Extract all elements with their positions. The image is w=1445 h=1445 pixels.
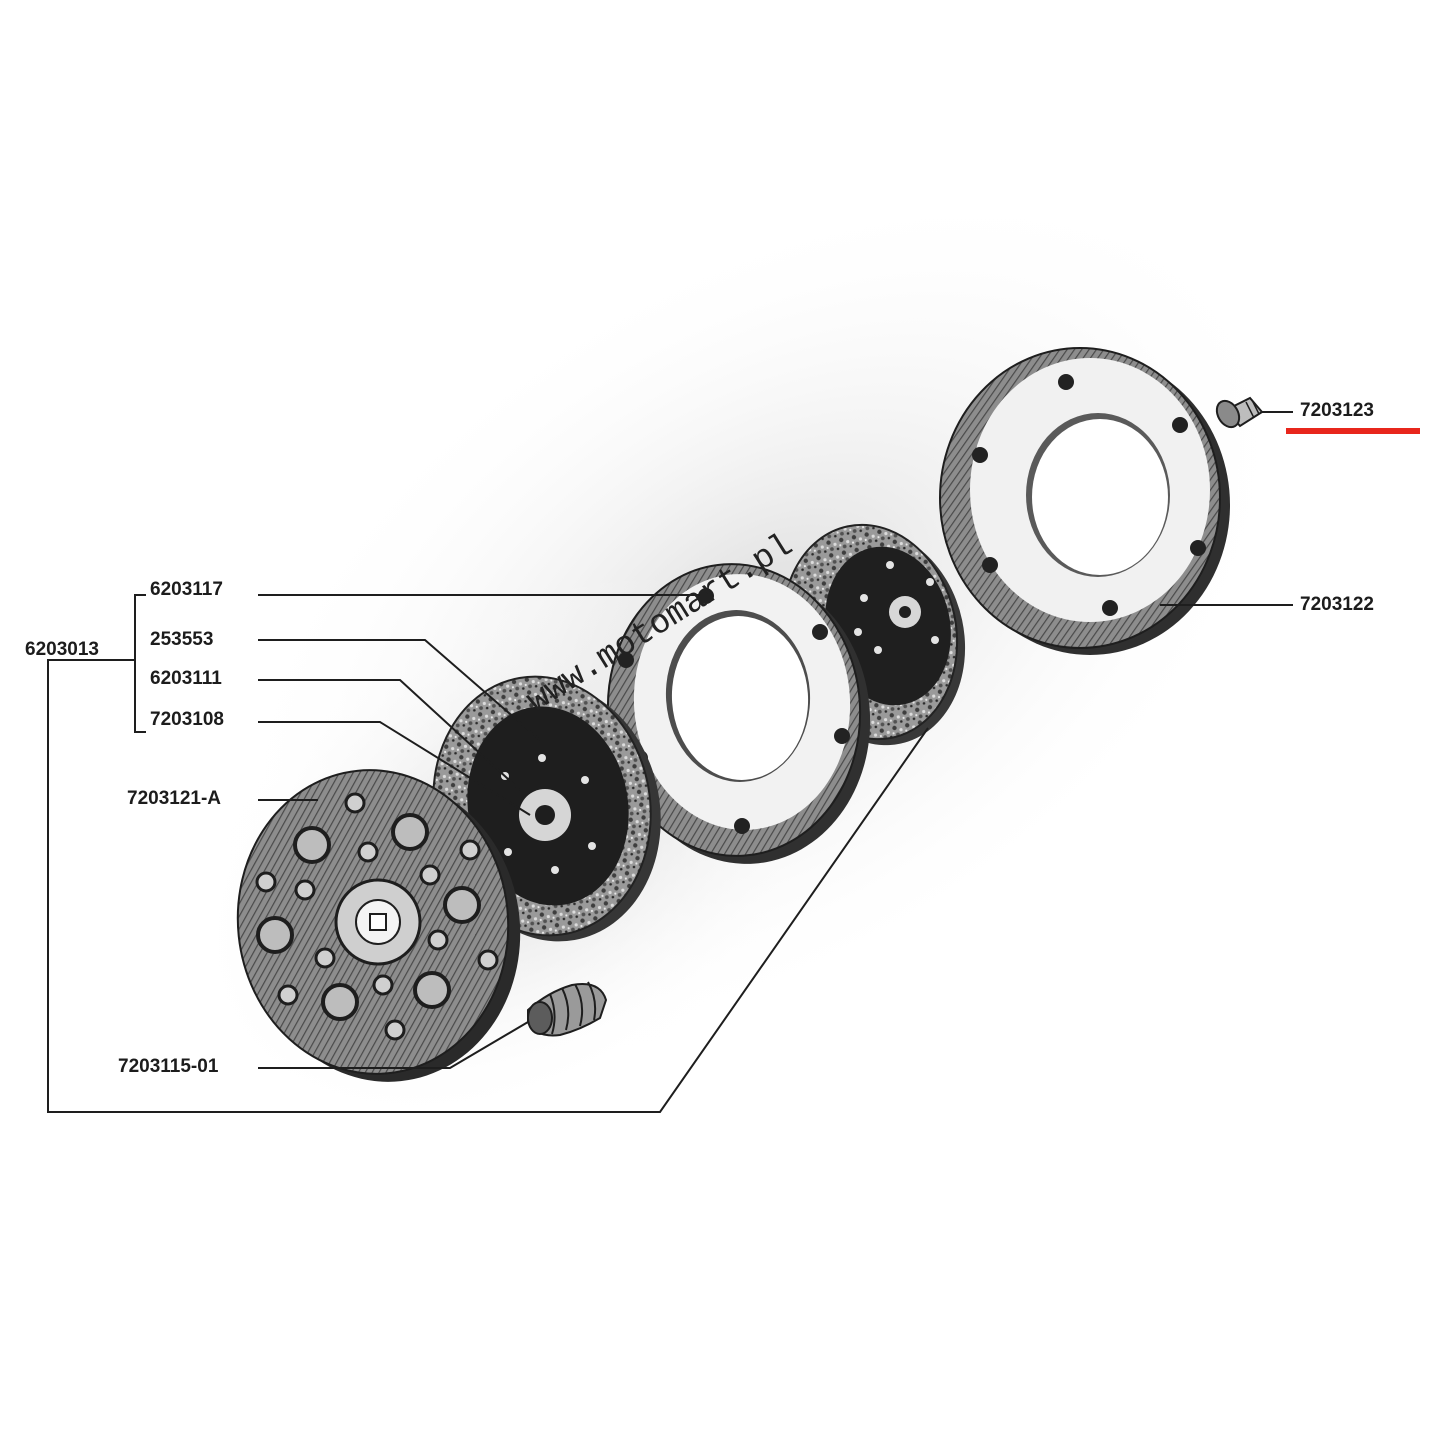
spring-part	[527, 981, 608, 1037]
pressure-plate-part	[236, 769, 521, 1082]
label-disc: 6203111	[150, 668, 222, 689]
part-labels: 6203013 6203117 253553 6203111 7203108 7…	[25, 400, 1374, 1077]
label-pressure-plate: 7203121-A	[127, 788, 221, 809]
label-plate-top: 6203117	[150, 579, 223, 600]
label-spring: 7203115-01	[118, 1056, 219, 1077]
label-assembly: 6203013	[25, 639, 99, 660]
cover-ring-part	[939, 347, 1230, 655]
label-hub: 7203108	[150, 709, 224, 730]
highlight-underline	[1286, 428, 1420, 434]
label-rivet: 253553	[150, 629, 213, 650]
label-cover-ring: 7203122	[1300, 594, 1374, 615]
label-screw: 7203123	[1300, 400, 1374, 421]
leader-lines	[47, 411, 1293, 1113]
intermediate-plate-part	[606, 563, 871, 864]
